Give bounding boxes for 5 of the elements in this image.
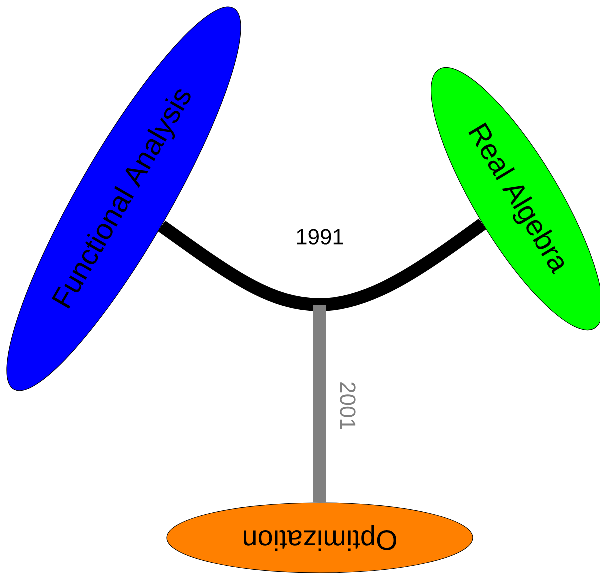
- ellipse-node: Optimization: [166, 502, 474, 574]
- edge-label: 1991: [297, 229, 344, 245]
- edge-label: 2001: [340, 382, 356, 430]
- connector-line: [314, 305, 326, 503]
- connector-line: [158, 218, 487, 312]
